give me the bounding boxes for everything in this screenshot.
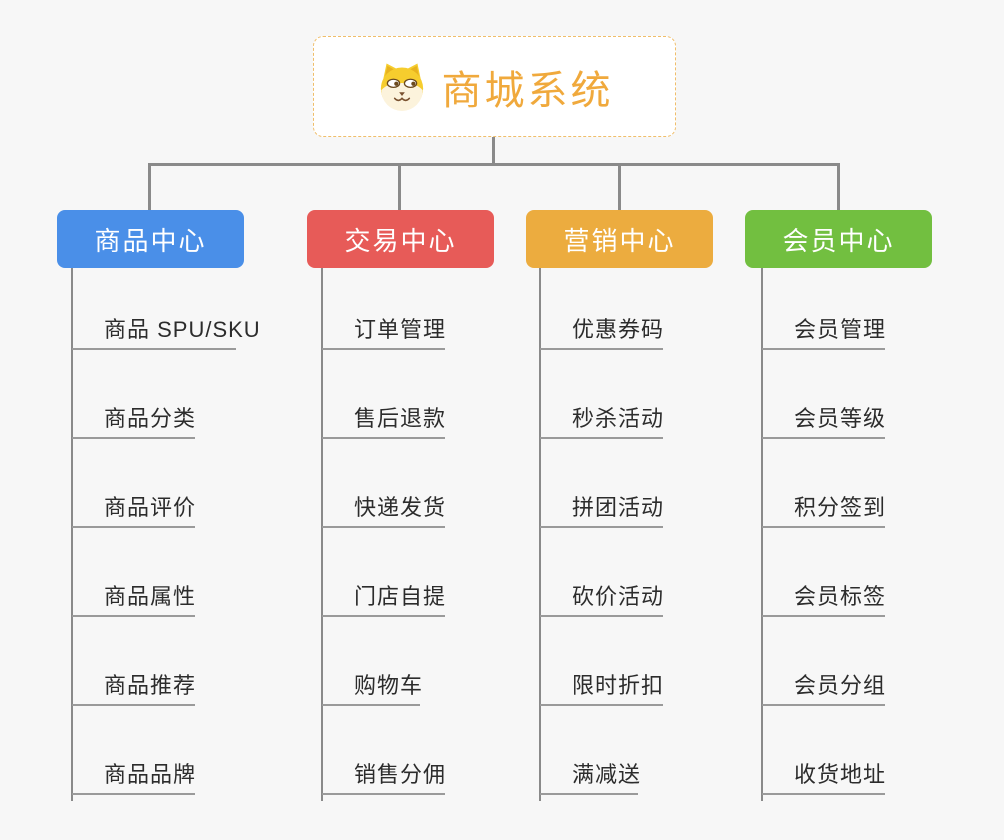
- leaf-node[interactable]: 秒杀活动: [540, 405, 663, 439]
- branch-node-member-center[interactable]: 会员中心: [745, 210, 932, 268]
- leaf-node[interactable]: 商品推荐: [72, 672, 195, 706]
- branch-drop-line: [837, 166, 840, 210]
- branch-drop-line: [618, 166, 621, 210]
- branch-trunk-line: [321, 268, 323, 801]
- leaf-node[interactable]: 商品品牌: [72, 761, 195, 795]
- leaf-node[interactable]: 优惠券码: [540, 316, 663, 350]
- branch-bus-line: [148, 163, 840, 166]
- leaf-node[interactable]: 售后退款: [322, 405, 445, 439]
- leaf-node[interactable]: 购物车: [322, 672, 422, 706]
- branch-node-trade-center[interactable]: 交易中心: [307, 210, 494, 268]
- branch-node-marketing-center[interactable]: 营销中心: [526, 210, 713, 268]
- branch-trunk-line: [761, 268, 763, 801]
- leaf-node[interactable]: 商品评价: [72, 494, 195, 528]
- leaf-node[interactable]: 会员标签: [762, 583, 885, 617]
- leaf-node[interactable]: 快递发货: [322, 494, 445, 528]
- leaf-node[interactable]: 会员管理: [762, 316, 885, 350]
- leaf-node[interactable]: 销售分佣: [322, 761, 445, 795]
- leaf-node[interactable]: 门店自提: [322, 583, 445, 617]
- doge-icon: [376, 61, 428, 113]
- branch-drop-line: [398, 166, 401, 210]
- leaf-node[interactable]: 订单管理: [322, 316, 445, 350]
- leaf-node[interactable]: 会员分组: [762, 672, 885, 706]
- root-stem-line: [492, 137, 495, 163]
- branch-trunk-line: [539, 268, 541, 801]
- branch-node-product-center[interactable]: 商品中心: [57, 210, 244, 268]
- leaf-node[interactable]: 限时折扣: [540, 672, 663, 706]
- root-title: 商城系统: [441, 68, 614, 113]
- leaf-node[interactable]: 会员等级: [762, 405, 885, 439]
- leaf-node[interactable]: 砍价活动: [540, 583, 663, 617]
- leaf-node[interactable]: 拼团活动: [540, 494, 663, 528]
- branch-drop-line: [148, 166, 151, 210]
- branch-trunk-line: [71, 268, 73, 801]
- leaf-node[interactable]: 收货地址: [762, 761, 885, 795]
- leaf-node[interactable]: 商品 SPU/SKU: [72, 316, 260, 350]
- leaf-node[interactable]: 商品分类: [72, 405, 195, 439]
- leaf-node[interactable]: 满减送: [540, 761, 640, 795]
- leaf-node[interactable]: 积分签到: [762, 494, 885, 528]
- root-node[interactable]: 商城系统: [313, 36, 676, 137]
- leaf-node[interactable]: 商品属性: [72, 583, 195, 617]
